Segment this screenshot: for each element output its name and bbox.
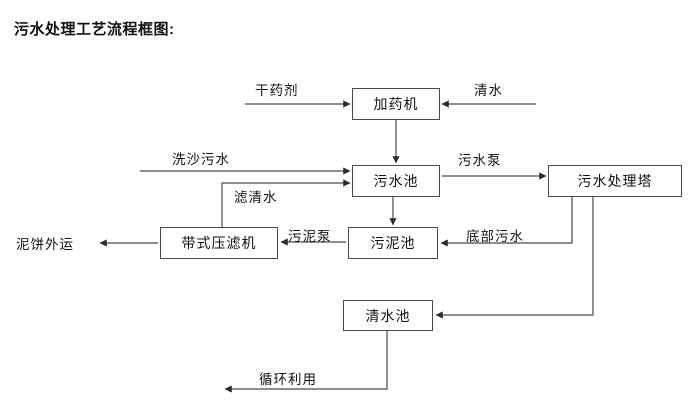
page-title: 污水处理工艺流程框图: <box>14 21 175 38</box>
node-label: 污水池 <box>373 173 419 189</box>
edge-tower-to-clear-water-pool <box>435 197 594 319</box>
node-belt-filter-press[interactable]: 带式压滤机 <box>160 227 278 259</box>
node-clear-water-pool[interactable]: 清水池 <box>343 300 433 331</box>
node-label: 污泥池 <box>370 235 416 251</box>
node-sludge-pool[interactable]: 污泥池 <box>348 227 438 259</box>
edge-label-filtrate-water: 滤清水 <box>234 190 278 205</box>
node-treatment-tower[interactable]: 污水处理塔 <box>548 165 682 197</box>
edge-label-dry-reagent: 干药剂 <box>255 83 299 98</box>
node-label: 污水处理塔 <box>577 173 653 189</box>
terminal-label-mud-cake-transport: 泥饼外运 <box>16 237 74 252</box>
node-label: 清水池 <box>365 307 411 324</box>
edge-label-clean-water: 清水 <box>474 83 503 98</box>
edge-tower-to-sludge-pool <box>440 197 573 247</box>
edge-clear-water-pool-to-recycle <box>224 331 388 393</box>
edge-label-sewage-pump: 污水泵 <box>458 153 502 168</box>
edge-label-recycle-use: 循环利用 <box>259 372 317 387</box>
node-sewage-pool[interactable]: 污水池 <box>352 165 440 197</box>
node-label: 带式压滤机 <box>181 235 257 251</box>
edge-label-sludge-pump: 污泥泵 <box>288 229 332 244</box>
node-label: 加药机 <box>373 96 419 112</box>
edge-label-bottom-sewage: 底部污水 <box>466 229 524 244</box>
edge-label-sand-wash-sewage: 洗沙污水 <box>172 152 230 167</box>
edge-filtrate-to-sewage-pool <box>221 179 351 227</box>
node-dosing-machine[interactable]: 加药机 <box>352 88 440 120</box>
